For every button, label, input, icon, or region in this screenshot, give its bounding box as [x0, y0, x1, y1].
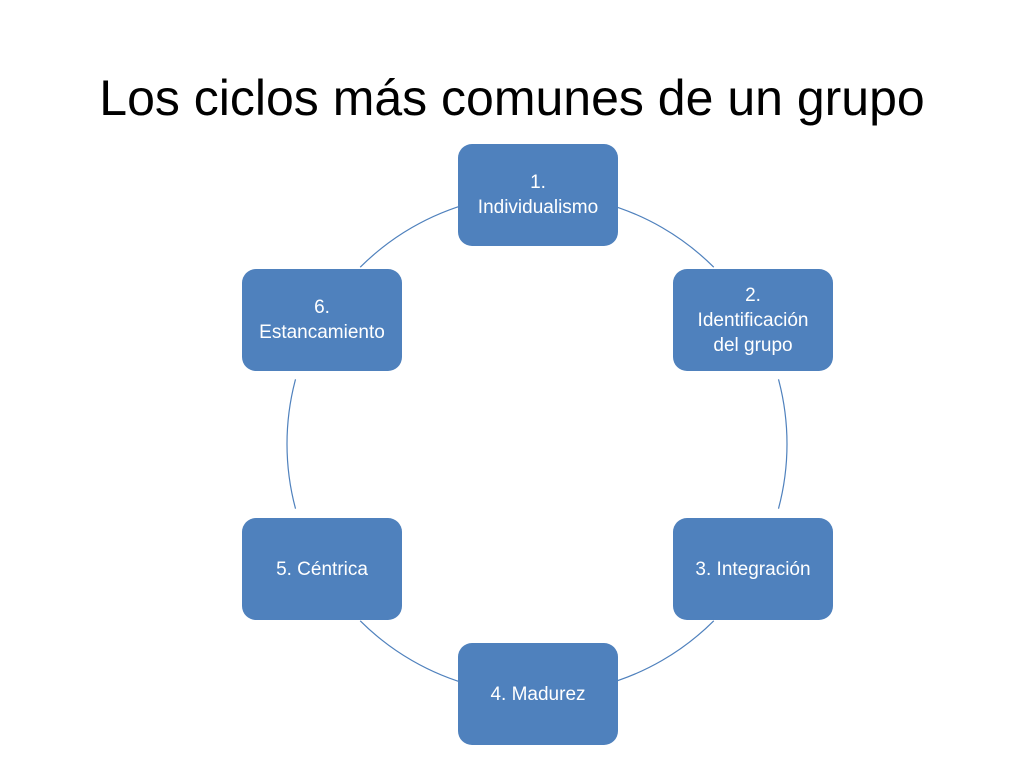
node-label-line: 4. Madurez [490, 683, 586, 705]
node-label-line: Identificación [697, 309, 809, 331]
node-label-line: 1. [530, 172, 546, 193]
connector-arc [359, 620, 473, 687]
node-label-line: del grupo [713, 334, 793, 356]
cycle-node-madurez: 4. Madurez [458, 643, 618, 745]
cycle-node-centrica: 5. Céntrica [242, 518, 402, 620]
connector-arc [777, 379, 788, 509]
cycle-node-integracion: 3. Integración [673, 518, 833, 620]
cycle-node-estancamiento: 6. Estancamiento [242, 269, 402, 371]
slide-title: Los ciclos más comunes de un grupo [99, 70, 925, 126]
node-label-line: Estancamiento [259, 322, 385, 343]
node-label-line: 2. [745, 284, 761, 306]
connector-arc [359, 201, 473, 268]
connector-arc [601, 620, 715, 687]
cycle-node-individualismo: 1. Individualismo [458, 144, 618, 246]
node-label-line: 3. Integración [695, 558, 811, 580]
connector-arc [601, 201, 715, 268]
node-label-line: 6. [314, 297, 330, 318]
cycle-node-identificacion: 2. Identificación del grupo [673, 269, 833, 371]
node-label-line: Individualismo [477, 197, 599, 218]
connector-arc [286, 379, 297, 509]
node-label-line: 5. Céntrica [276, 558, 368, 580]
